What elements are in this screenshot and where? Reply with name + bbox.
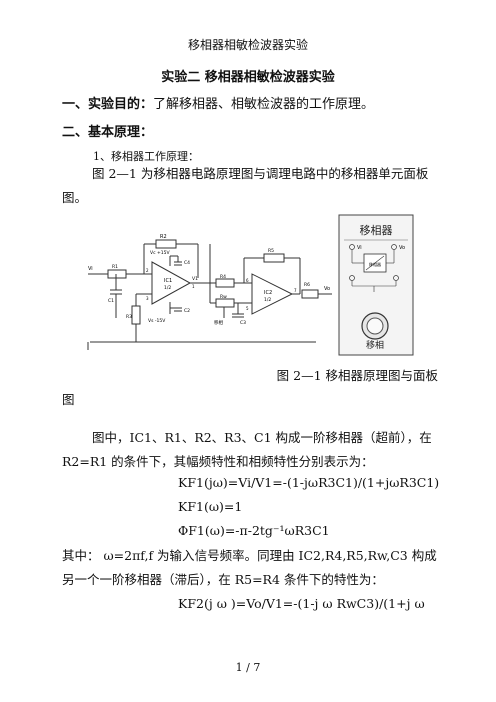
paragraph-intro: 图 2—1 为移相器电路原理图与调理电路中的移相器单元面板图。 [62,166,429,205]
label-pin3: 3 [146,296,149,301]
label-pin6: 6 [246,278,249,283]
label-c1: C1 [108,298,114,304]
phase-shifter-panel: 移相器 Vi Vo 移相器 移相 [338,214,414,356]
page-header: 移相器相敏检波器实验 [187,38,308,52]
paragraph-ic2-description: 其中： ω=2πf,f 为输入信号频率。同理由 IC2,R4,R5,Rw,C3 … [62,548,437,587]
phase-shifter-schematic: R2 Vc +15V C4 C2 Vs -15V R1 C1 R3 IC1 1/… [87,234,332,350]
paragraph-ic1-description: 图中，IC1、R1、R2、R3、C1 构成一阶移相器（超前），在 R2=R1 的… [62,430,432,469]
label-r6: R6 [304,282,310,288]
label-vo: Vo [324,286,330,292]
label-c3: C3 [240,320,246,326]
panel-vi-label: Vi [357,245,362,251]
page-number: 1 / 7 [235,661,261,674]
formula-kf2-complex: KF2(j ω )=Vo/V1=-(1-j ω RwC3)/(1+j ω [178,596,425,611]
label-ic2: IC2 [264,290,272,296]
label-pin2: 2 [146,268,149,273]
figure-caption: 图 2—1 移相器原理图与面板 图 [62,364,438,412]
label-vi: Vi [88,266,93,272]
label-r3: R3 [126,314,132,320]
knob-label: 移相 [366,339,384,351]
formula-phi-f1: ΦF1(ω)=-π-2tg⁻¹ωR3C1 [178,523,330,538]
vi-jack-icon[interactable] [349,244,355,250]
section-objective-label: 一、实验目的： [62,97,154,112]
label-v1: V1 [192,276,198,282]
label-vcc: Vc +15V [150,250,170,256]
section-objective-text: 了解移相器、相敏检波器的工作原理。 [153,97,375,112]
label-r5: R5 [268,248,274,254]
label-ic2-ratio: 1/2 [264,297,271,303]
vo-jack-icon[interactable] [391,244,397,250]
section-objective: 一、实验目的：了解移相器、相敏检波器的工作原理。 [62,93,374,112]
panel-title: 移相器 [360,224,393,237]
label-c4: C4 [184,260,190,266]
label-rw: Rw [220,294,227,300]
figure-caption-line1: 图 2—1 移相器原理图与面板 [276,368,438,383]
subsection-phase-shifter: 1、移相器工作原理： [93,150,199,163]
section-principle-label: 二、基本原理： [62,125,154,140]
label-r4: R4 [220,274,226,280]
ground-jack-right-icon[interactable] [393,275,399,281]
figure-caption-line2: 图 [62,392,75,407]
panel-vo-label: Vo [399,245,405,251]
label-r1: R1 [112,264,118,270]
experiment-title: 实验二 移相器相敏检波器实验 [161,70,335,85]
label-ic1: IC1 [164,278,172,284]
label-pin7: 7 [294,288,297,293]
label-c2: C2 [184,308,190,314]
label-pin1: 1 [192,284,195,289]
label-r2: R2 [160,234,167,240]
ground-jack-left-icon[interactable] [349,275,355,281]
panel-block-label: 移相器 [369,261,381,267]
label-rw-phase: 移相 [214,319,223,326]
label-pin5: 5 [246,306,249,311]
label-ic1-ratio: 1/2 [164,285,171,291]
formula-kf1-magnitude: KF1(ω)=1 [178,499,243,514]
formula-kf1-complex: KF1(jω)=Vi/V1=-(1-jωR3C1)/(1+jωR3C1) [178,475,440,490]
label-vee: Vs -15V [148,318,166,324]
